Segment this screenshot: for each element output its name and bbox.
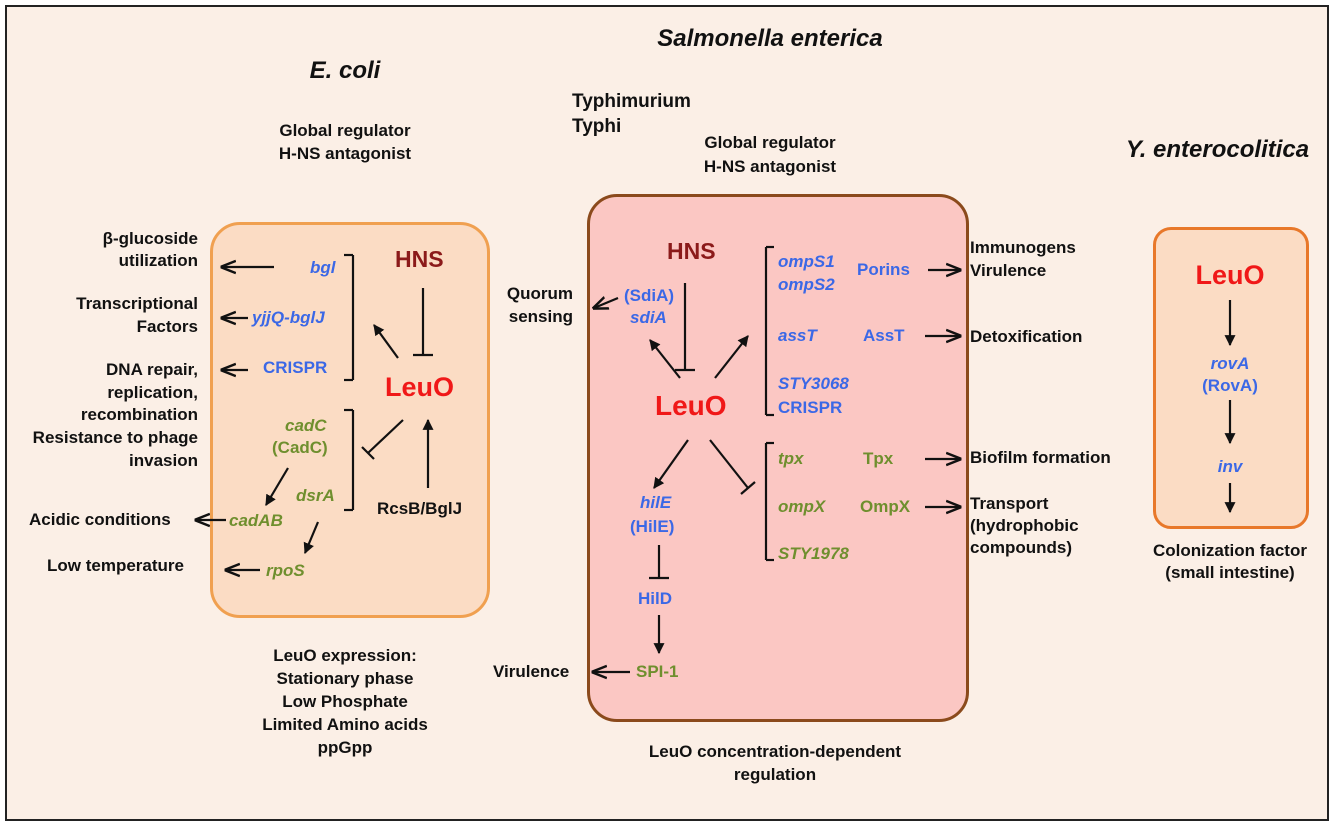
title-yersinia: Y. enterocolitica	[1125, 136, 1310, 163]
arrow-leuo-sdia	[649, 339, 681, 379]
gene-cadab: cadAB	[229, 511, 283, 530]
yersinia-colonization-1: Colonization factor	[1153, 541, 1307, 560]
protein-porins: Porins	[857, 260, 910, 279]
output-acidic: Acidic conditions	[29, 510, 171, 529]
gene-tpx: tpx	[778, 449, 804, 468]
protein-tpx: Tpx	[863, 449, 894, 468]
arrow-cadc-cadab	[265, 467, 289, 506]
output-bglucoside-1: β-glucoside	[102, 229, 198, 248]
ecoli-box	[210, 222, 490, 618]
gene-rpos: rpoS	[266, 561, 305, 580]
leuo-salmonella: LeuO	[655, 390, 727, 421]
gene-sdia: sdiA	[630, 308, 667, 327]
output-virulence-salmonella: Virulence	[493, 662, 570, 681]
output-transport-2: (hydrophobic	[970, 516, 1079, 535]
arrow-dsra-rpos	[303, 521, 320, 555]
gene-cadc: cadC	[285, 416, 327, 435]
gene-inv: inv	[1217, 457, 1243, 476]
protein-rova: (RovA)	[1202, 376, 1258, 395]
protein-sdia: (SdiA)	[624, 286, 675, 305]
gene-hile: hilE	[640, 493, 672, 512]
salmonella-concentration-1: LeuO concentration-dependent	[648, 742, 902, 761]
output-dna-3: recombination	[80, 405, 198, 424]
gene-spi1: SPI-1	[636, 662, 679, 681]
ecoli-expression-2: Stationary phase	[276, 669, 414, 688]
ecoli-role-1: Global regulator	[279, 121, 411, 140]
salmonella-role-1: Global regulator	[704, 133, 836, 152]
yersinia-box	[1153, 227, 1309, 529]
output-virulence-porins: Virulence	[970, 261, 1047, 280]
output-lowtemp: Low temperature	[47, 556, 184, 575]
gene-omps2: ompS2	[778, 275, 835, 294]
output-transport-1: Transport	[970, 494, 1049, 513]
arrow-leuo-activate-ecoli	[373, 324, 399, 359]
ecoli-expression-3: Low Phosphate	[282, 692, 408, 711]
output-dna-1: DNA repair,	[106, 360, 198, 379]
salmonella-role-2: H-NS antagonist	[703, 157, 837, 176]
salmonella-box	[587, 194, 969, 722]
protein-hile: (HilE)	[630, 517, 675, 536]
gene-crispr-salmonella: CRISPR	[778, 398, 843, 417]
hns-ecoli: HNS	[395, 246, 444, 272]
salmonella-concentration-2: regulation	[733, 765, 817, 784]
protein-cadc: (CadC)	[272, 438, 328, 457]
output-dna-2: replication,	[107, 383, 198, 402]
gene-asst: assT	[778, 326, 817, 345]
leuo-yersinia: LeuO	[1195, 260, 1265, 290]
leuo-repress-ecoli	[367, 419, 404, 454]
title-ecoli: E. coli	[309, 57, 381, 84]
output-immunogens: Immunogens	[970, 238, 1076, 257]
output-tf-2: Factors	[136, 317, 198, 336]
arrow-leuo-hile	[653, 439, 689, 489]
output-tf-1: Transcriptional	[76, 294, 198, 313]
protein-hild: HilD	[638, 589, 672, 608]
gene-rova: rovA	[1210, 354, 1250, 373]
ecoli-expression-4: Limited Amino acids	[262, 715, 428, 734]
output-quorum-1: Quorum	[506, 284, 573, 303]
leuo-repress-tpx	[709, 439, 749, 489]
output-quorum-2: sensing	[508, 307, 573, 326]
arrow-leuo-omps	[714, 335, 749, 379]
yersinia-colonization-2: (small intestine)	[1165, 563, 1295, 582]
output-detoxification: Detoxification	[970, 327, 1083, 346]
gene-omps1: ompS1	[778, 252, 835, 271]
ecoli-expression-1: LeuO expression:	[273, 646, 417, 665]
gene-rcsb-bglj: RcsB/BglJ	[377, 499, 463, 518]
title-salmonella: Salmonella enterica	[657, 25, 883, 52]
salmonella-serovar-typhimurium: Typhimurium	[572, 91, 691, 112]
output-bglucoside-2: utilization	[118, 251, 198, 270]
output-transport-3: compounds)	[970, 538, 1072, 557]
arrow-quorum	[594, 298, 619, 308]
protein-ompx: OmpX	[860, 497, 911, 516]
gene-dsra: dsrA	[296, 486, 335, 505]
gene-crispr-ecoli: CRISPR	[263, 358, 328, 377]
gene-yjjq-bglj: yjjQ-bglJ	[252, 308, 325, 327]
output-phage-1: Resistance to phage	[32, 428, 198, 447]
ecoli-expression-5: ppGpp	[317, 738, 373, 757]
ecoli-role-2: H-NS antagonist	[278, 144, 412, 163]
output-biofilm: Biofilm formation	[970, 448, 1111, 467]
leuo-ecoli: LeuO	[385, 372, 455, 402]
gene-bgl: bgl	[310, 258, 336, 277]
output-phage-2: invasion	[129, 451, 198, 470]
gene-sty1978: STY1978	[778, 544, 849, 563]
gene-ompx: ompX	[778, 497, 826, 516]
hns-salmonella: HNS	[667, 238, 716, 264]
protein-asst: AssT	[863, 326, 905, 345]
salmonella-serovar-typhi: Typhi	[572, 116, 622, 137]
gene-sty3068: STY3068	[778, 374, 849, 393]
